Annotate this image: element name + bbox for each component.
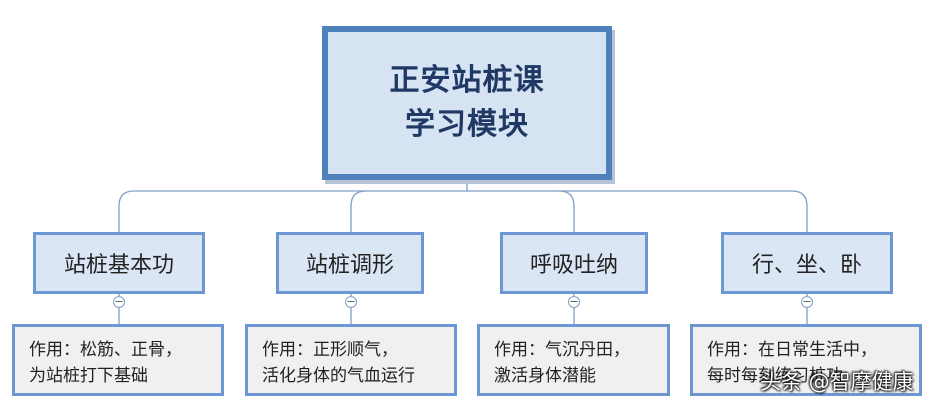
description-line: 作用：在日常生活中， [707,340,877,360]
branch-label: 站桩基本功 [63,253,174,278]
branch-node-zhanzhuang-tiaoxing[interactable]: 站桩调形 [276,232,424,294]
branch-label: 行、坐、卧 [751,253,862,278]
description-line: 活化身体的气血运行 [262,366,415,386]
description-line: 为站桩打下基础 [29,366,148,386]
description-line: 激活身体潜能 [494,366,596,386]
root-node[interactable]: 正安站桩课 学习模块 [322,26,612,180]
branch-label: 呼吸吐纳 [529,253,618,278]
branch-label: 站桩调形 [305,253,394,278]
collapse-icon[interactable]: − [568,295,580,308]
description-node: 作用：在日常生活中， 每时每刻练习桩功 [690,324,922,396]
description-line: 作用：气沉丹田， [494,340,630,360]
branch-node-zhanzhuang-jibengong[interactable]: 站桩基本功 [33,232,205,294]
watermark: 头条 @智摩健康 [760,370,914,394]
description-line: 作用：正形顺气， [262,340,398,360]
collapse-icon[interactable]: − [113,295,125,308]
description-node: 作用：松筋、正骨， 为站桩打下基础 [12,324,224,396]
root-title-line2: 学习模块 [405,107,529,142]
description-line: 作用：松筋、正骨， [29,340,182,360]
root-title-line1: 正安站桩课 [389,63,545,98]
description-line: 每时每刻练习桩功 [707,366,843,386]
description-node: 作用：气沉丹田， 激活身体潜能 [477,324,670,396]
collapse-icon[interactable]: − [345,295,357,308]
description-node: 作用：正形顺气， 活化身体的气血运行 [245,324,457,396]
branch-node-huxi-tuna[interactable]: 呼吸吐纳 [500,232,648,294]
collapse-icon[interactable]: − [801,295,813,308]
branch-node-xing-zuo-wo[interactable]: 行、坐、卧 [721,232,893,294]
